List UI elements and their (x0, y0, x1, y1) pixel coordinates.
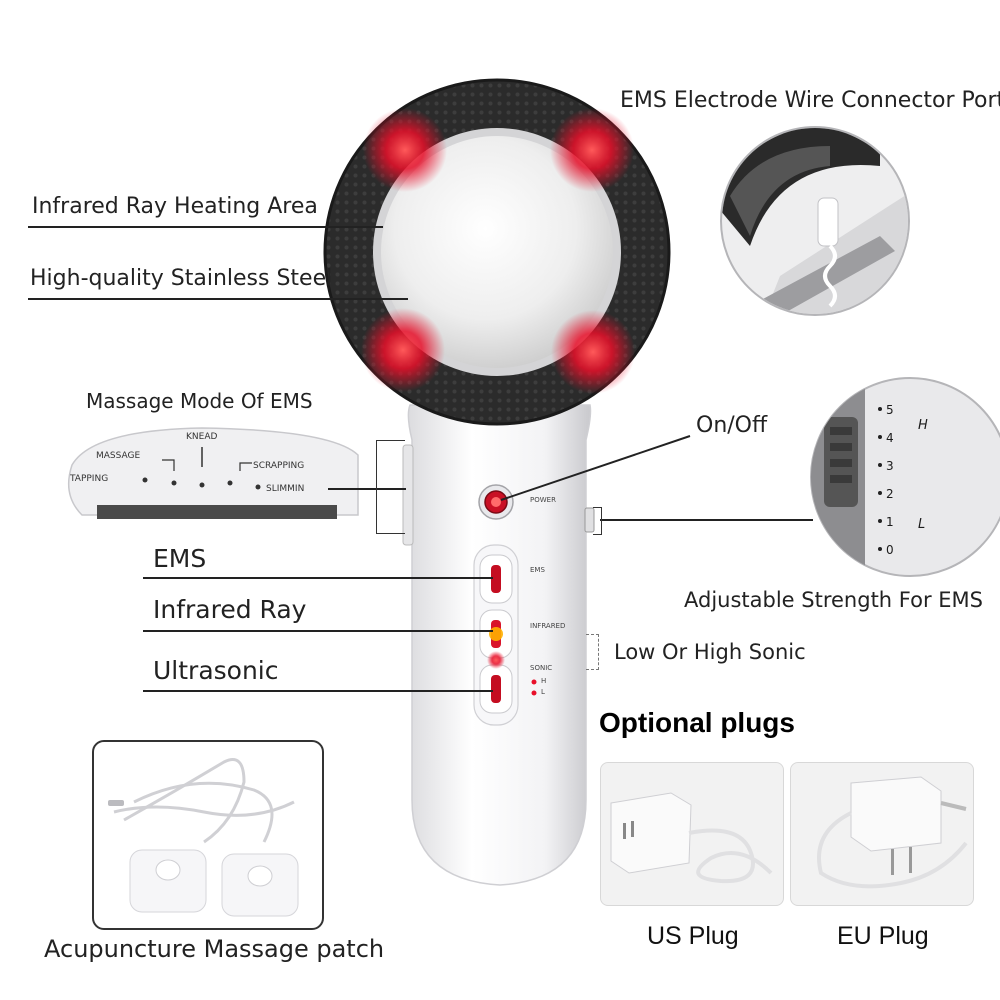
stainless-plate (381, 136, 613, 368)
strength-level: 3 (886, 459, 894, 473)
label-patch: Acupuncture Massage patch (44, 935, 385, 963)
label-massage-mode: Massage Mode Of EMS (86, 389, 313, 413)
mode-knead: KNEAD (186, 432, 218, 442)
label-infrared-ray: Infrared Ray (153, 595, 307, 624)
label-low-high-sonic: Low Or High Sonic (614, 640, 806, 664)
bracket (593, 507, 602, 535)
label-eu-plug: EU Plug (837, 922, 929, 950)
strength-level: 5 (886, 403, 894, 417)
eu-adapter (817, 776, 968, 889)
leader-line (28, 226, 383, 228)
strength-zoom (810, 377, 1000, 577)
leader-line (143, 630, 493, 632)
strength-high: H (918, 418, 928, 433)
leader-line (600, 519, 813, 521)
sonic-low-label: L (541, 688, 545, 696)
infrared-led (550, 108, 634, 192)
infrared-led (363, 108, 447, 192)
mode-panel (67, 427, 359, 519)
mode-slimming: SLIMMIN (266, 484, 305, 494)
port-zoom (720, 126, 910, 316)
sonic-high-label: H (541, 677, 547, 685)
leader-line (143, 577, 493, 579)
electrode-pads (108, 758, 299, 917)
leader-line (28, 298, 408, 300)
strength-level: 4 (886, 431, 894, 445)
strength-level: 2 (886, 487, 894, 501)
mode-massage: MASSAGE (96, 451, 141, 461)
leader-line (328, 488, 406, 490)
bracket (376, 440, 405, 534)
power-label: POWER (530, 496, 556, 504)
us-adapter (610, 792, 773, 884)
label-us-plug: US Plug (647, 922, 739, 950)
label-infrared-area: Infrared Ray Heating Area (32, 194, 318, 219)
strength-low: L (918, 517, 926, 532)
strength-level: 1 (886, 515, 894, 529)
ems-button-label: EMS (530, 566, 545, 574)
leader-line (143, 690, 493, 692)
label-stainless: High-quality Stainless Steel (30, 266, 333, 291)
mode-scrapping: SCRAPPING (253, 461, 305, 471)
patch-image-box (92, 740, 324, 930)
mode-tapping: TAPPING (70, 474, 109, 484)
eu-plug-image (790, 762, 974, 906)
infrared-button-label: INFRARED (530, 622, 566, 630)
label-ultrasonic: Ultrasonic (153, 656, 279, 685)
optional-plugs-title: Optional plugs (599, 707, 795, 738)
bracket-dashed (586, 634, 599, 670)
infrared-led (361, 308, 445, 392)
label-adjustable: Adjustable Strength For EMS (684, 588, 983, 612)
label-on-off: On/Off (696, 413, 768, 438)
sonic-button-label: SONIC (530, 664, 553, 672)
us-plug-image (600, 762, 784, 906)
strength-level: 0 (886, 543, 894, 557)
infrared-led (551, 310, 635, 394)
label-ems-port: EMS Electrode Wire Connector Port (620, 88, 1000, 113)
label-ems: EMS (153, 544, 207, 573)
